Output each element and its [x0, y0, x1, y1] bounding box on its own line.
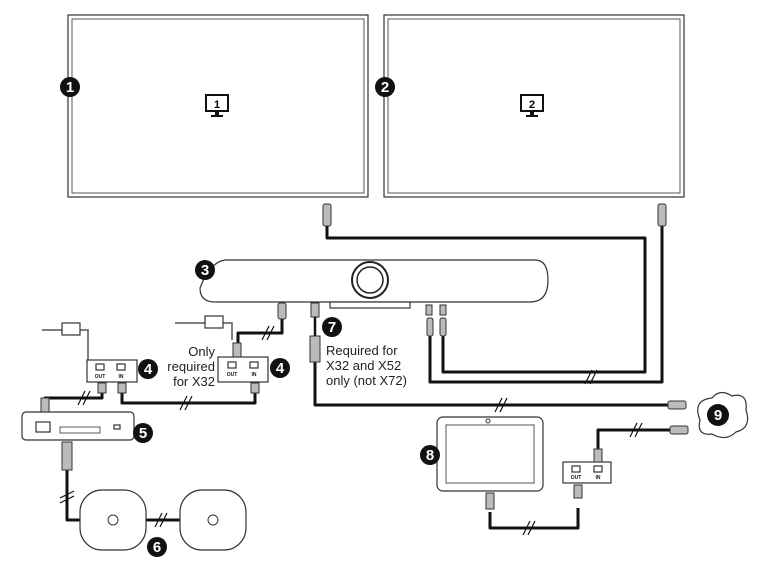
- badge-3: 3: [195, 260, 215, 280]
- svg-text:X32 and X52: X32 and X52: [326, 358, 401, 373]
- extender-tablet: OUT IN: [562, 448, 612, 499]
- svg-text:Only: Only: [188, 344, 215, 359]
- svg-text:9: 9: [714, 407, 722, 424]
- svg-text:4: 4: [276, 360, 285, 377]
- badge-7: 7: [322, 317, 342, 337]
- usb-cable-to-network: [313, 362, 668, 413]
- badge-1: 1: [60, 77, 80, 97]
- badge-5: 5: [133, 423, 153, 443]
- monitor-icon: 2: [520, 94, 544, 117]
- cable-extender-to-network: [596, 422, 670, 455]
- port-out-label: OUT: [95, 374, 106, 380]
- cable-extender-to-extender: [120, 388, 257, 411]
- hdmi-cable-display-1: [325, 225, 647, 374]
- svg-text:8: 8: [426, 447, 434, 464]
- svg-text:Required for: Required for: [326, 343, 398, 358]
- svg-text:required: required: [167, 359, 215, 374]
- network-hub: [21, 397, 135, 471]
- badge-8: 8: [420, 445, 440, 465]
- display-1: 1: [67, 14, 369, 227]
- svg-text:3: 3: [201, 262, 209, 279]
- port-in-label: IN: [252, 372, 257, 378]
- badge-9: 9: [707, 404, 729, 426]
- cable-extender-to-hub: [43, 388, 104, 412]
- microphone-pod-2: [179, 489, 247, 551]
- usb-adapter: [309, 302, 321, 363]
- display-number: 1: [214, 99, 220, 111]
- video-bar: [199, 259, 549, 337]
- display-number: 2: [529, 99, 535, 111]
- cable-hub-to-mics: [59, 470, 180, 528]
- extender-left: OUT IN: [42, 322, 138, 394]
- svg-text:1: 1: [66, 79, 74, 96]
- badge-4-right: 4: [270, 358, 290, 378]
- svg-text:5: 5: [139, 425, 147, 442]
- cable-tablet-to-extender: [488, 508, 580, 536]
- display-2: 2: [383, 14, 685, 227]
- svg-text:only (not X72): only (not X72): [326, 373, 407, 388]
- extender-right: OUT IN: [175, 315, 269, 394]
- port-out-label: OUT: [571, 475, 582, 481]
- port-out-label: OUT: [227, 372, 238, 378]
- microphone-pod-1: [79, 489, 147, 551]
- network-cable-bar-to-extender: [236, 318, 284, 348]
- badge-6: 6: [147, 537, 167, 557]
- svg-text:2: 2: [381, 79, 389, 96]
- port-in-label: IN: [119, 374, 124, 380]
- hdmi-cable-display-2: [428, 225, 664, 384]
- badge-4-left: 4: [138, 359, 158, 379]
- svg-text:6: 6: [153, 539, 161, 556]
- svg-text:7: 7: [328, 319, 336, 336]
- x32-only-note: Only required for X32: [167, 344, 215, 389]
- adapter-note: Required for X32 and X52 only (not X72): [326, 343, 407, 388]
- touch-controller: [436, 416, 544, 510]
- port-in-label: IN: [596, 475, 601, 481]
- svg-text:for X32: for X32: [173, 374, 215, 389]
- badge-2: 2: [375, 77, 395, 97]
- monitor-icon: 1: [205, 94, 229, 117]
- svg-text:4: 4: [144, 361, 153, 378]
